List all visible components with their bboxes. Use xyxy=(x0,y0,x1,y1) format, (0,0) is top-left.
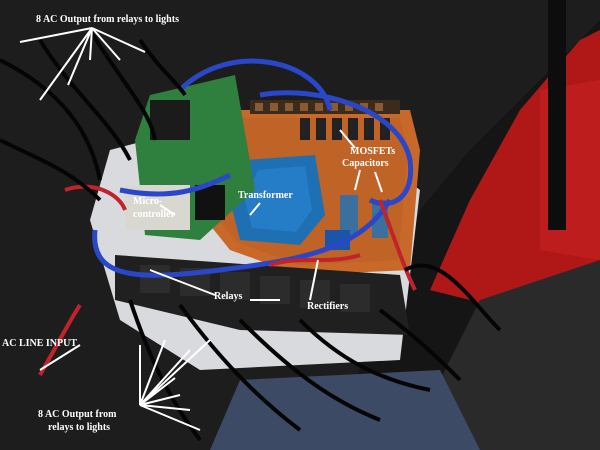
label-mosfets: MOSFETs xyxy=(350,146,396,157)
stand-pole xyxy=(548,0,566,230)
mosfets-row xyxy=(300,118,390,140)
dark-chair xyxy=(430,260,600,450)
label-microcontroller-line1: Micro- xyxy=(133,196,163,207)
jeans xyxy=(210,370,480,450)
micro-connector xyxy=(195,185,225,220)
label-ac-output-top: 8 AC Output from relays to lights xyxy=(36,14,179,25)
capacitor-1 xyxy=(340,195,358,235)
label-ac-line-input: AC LINE INPUT xyxy=(2,338,78,349)
label-ac-output-bottom-line1: 8 AC Output from xyxy=(38,409,117,420)
label-relays: Relays xyxy=(214,291,243,302)
label-ac-output-bottom-line2: relays to lights xyxy=(48,422,111,433)
blue-wires xyxy=(92,58,414,278)
micro-chip xyxy=(150,100,190,140)
label-microcontroller-line2: controller xyxy=(133,209,176,220)
transformer-highlight xyxy=(245,166,312,232)
label-rectifiers: Rectifiers xyxy=(307,301,349,312)
label-transformer: Transformer xyxy=(238,190,293,201)
header-pins xyxy=(250,100,400,114)
annotation-arrows xyxy=(19,27,383,431)
label-capacitors: Capacitors xyxy=(342,158,389,169)
